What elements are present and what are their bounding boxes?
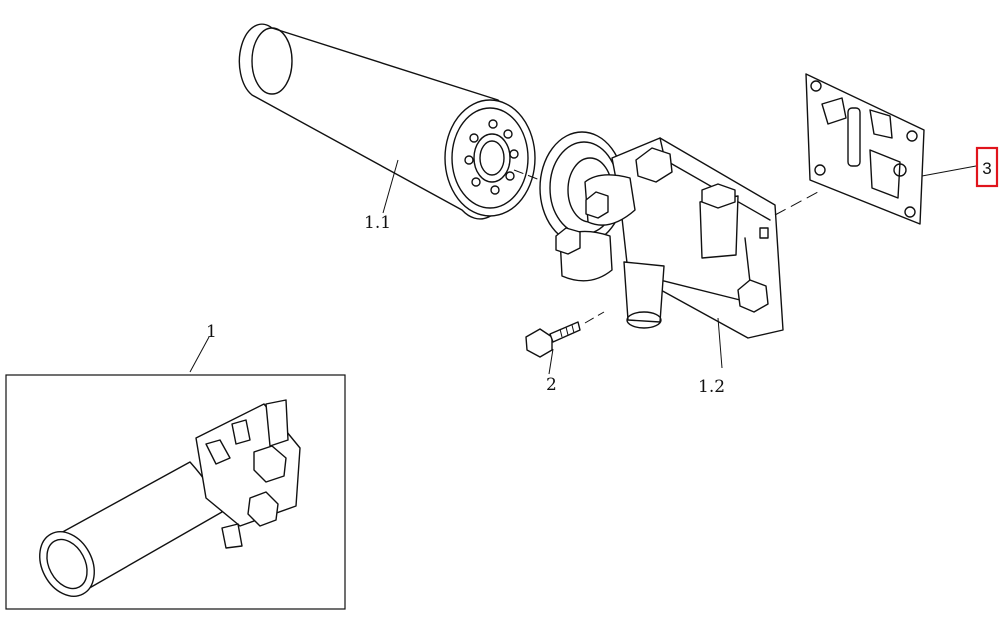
gasket-plate[interactable] xyxy=(805,73,925,225)
callout-gasket: 3 xyxy=(982,159,991,178)
filter-head-housing[interactable] xyxy=(539,131,784,339)
filter-mounting-holes xyxy=(464,119,519,195)
callout-leader-lines xyxy=(189,159,977,375)
mounting-bolt[interactable] xyxy=(525,321,581,358)
assembly-centerlines xyxy=(513,169,819,324)
filter-element-cartridge[interactable] xyxy=(238,23,536,220)
assembled-filter-inset[interactable] xyxy=(5,374,346,610)
callout-filter-head: 1.2 xyxy=(698,377,725,397)
callout-filter-element: 1.1 xyxy=(364,213,391,233)
callout-gasket-highlight[interactable]: 3 xyxy=(975,146,999,188)
callout-filter-assembly: 1 xyxy=(206,322,217,342)
callout-bolt: 2 xyxy=(546,375,557,395)
